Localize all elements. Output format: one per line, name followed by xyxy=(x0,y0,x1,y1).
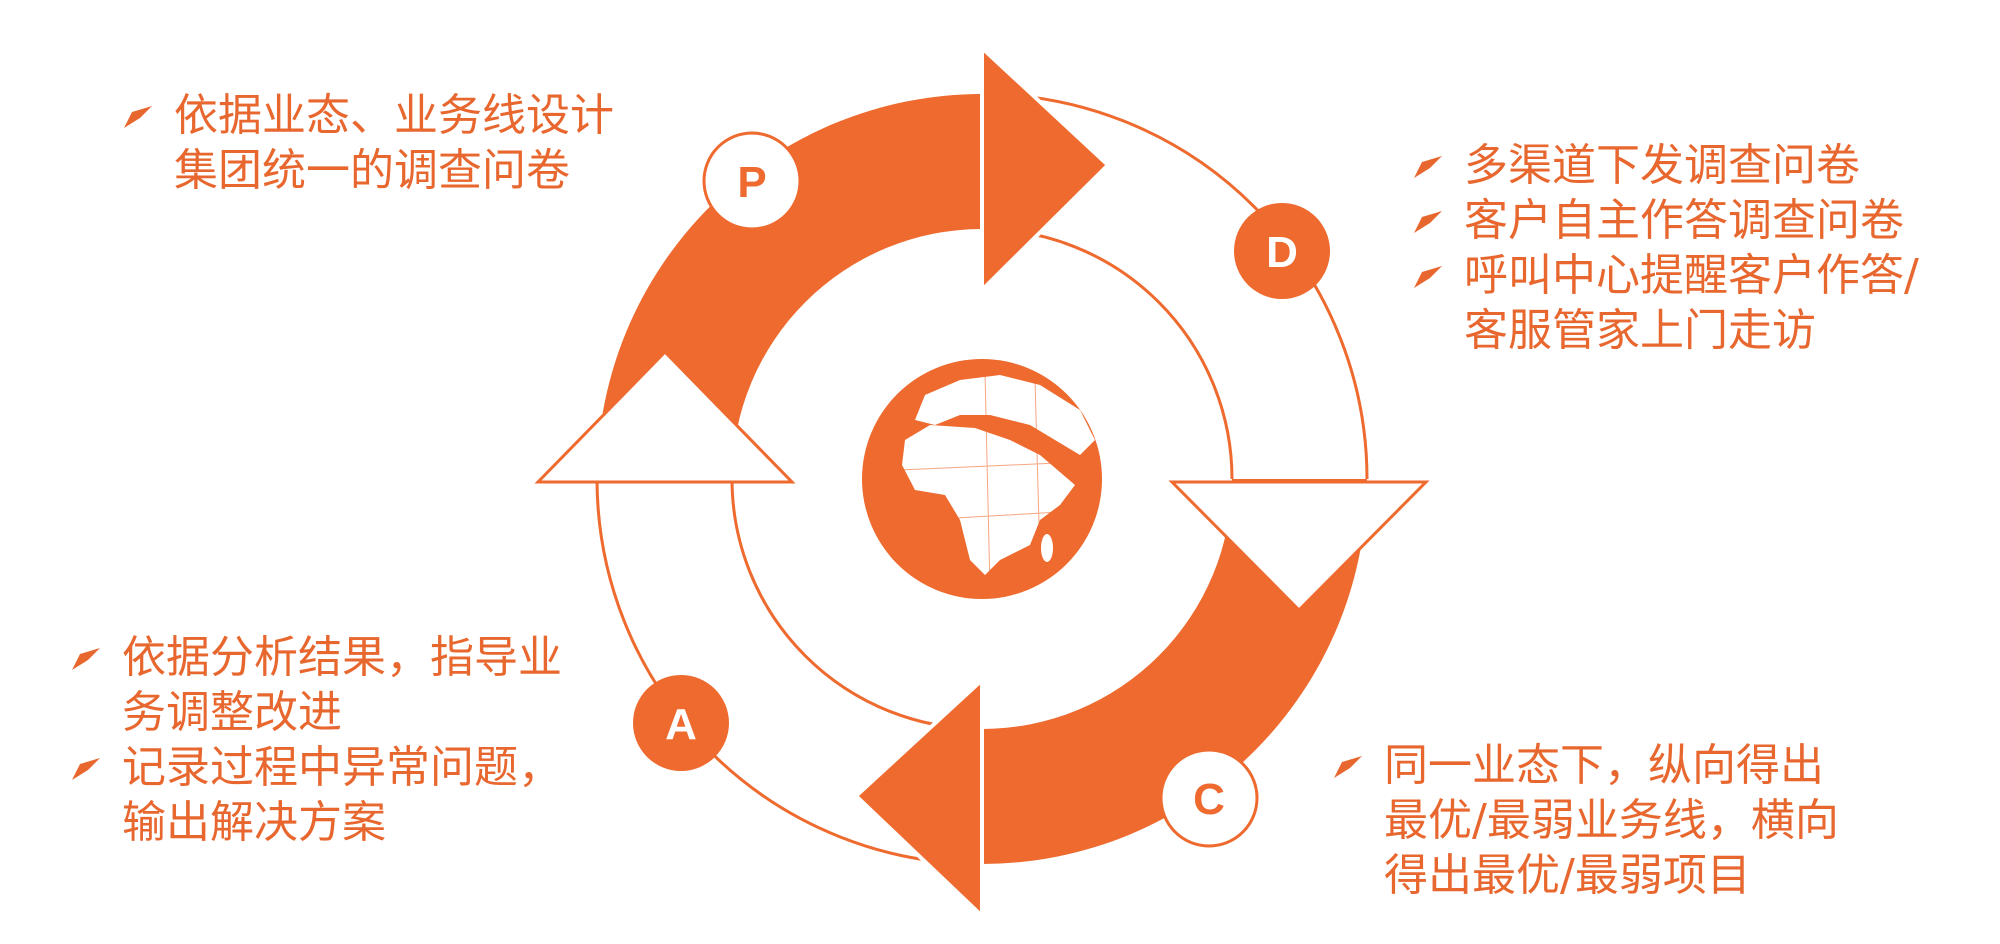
svg-text:A: A xyxy=(665,700,697,749)
do-text: 多渠道下发调查问卷 客户自主作答调查问卷 呼叫中心提醒客户作答/ 客服管家上门走… xyxy=(1412,138,1919,358)
text-line: 客服管家上门走访 xyxy=(1464,305,1816,356)
do-badge: D xyxy=(1234,203,1330,299)
text-line: 同一业态下，纵向得出 xyxy=(1384,740,1824,791)
do-item: 多渠道下发调查问卷 xyxy=(1412,138,1919,193)
svg-text:P: P xyxy=(737,158,766,207)
text-line: 集团统一的调查问卷 xyxy=(174,145,570,196)
text-line: 多渠道下发调查问卷 xyxy=(1464,140,1860,191)
text-line: 依据业态、业务线设计 xyxy=(174,90,614,141)
check-arrowhead xyxy=(853,675,984,921)
text-line: 务调整改进 xyxy=(122,687,342,738)
act-item: 记录过程中异常问题， 输出解决方案 xyxy=(70,740,562,850)
check-badge: C xyxy=(1159,748,1259,848)
arrow-bullet-icon xyxy=(72,648,100,670)
svg-text:D: D xyxy=(1266,228,1298,277)
act-badge: A xyxy=(633,675,729,771)
arrow-bullet-icon xyxy=(1414,211,1442,233)
text-line: 客户自主作答调查问卷 xyxy=(1464,195,1904,246)
do-item: 呼叫中心提醒客户作答/ 客服管家上门走访 xyxy=(1412,248,1919,358)
check-text: 同一业态下，纵向得出 最优/最弱业务线，横向 得出最优/最弱项目 xyxy=(1332,738,1839,903)
arrow-bullet-icon xyxy=(124,106,152,128)
plan-arrowhead xyxy=(980,43,1111,295)
do-arrowhead xyxy=(1168,480,1430,613)
do-item: 客户自主作答调查问卷 xyxy=(1412,193,1919,248)
plan-badge: P xyxy=(702,131,802,231)
check-item: 同一业态下，纵向得出 最优/最弱业务线，横向 得出最优/最弱项目 xyxy=(1332,738,1839,903)
svg-text:C: C xyxy=(1193,775,1225,824)
text-line: 最优/最弱业务线，横向 xyxy=(1384,795,1839,846)
act-item: 依据分析结果，指导业 务调整改进 xyxy=(70,630,562,740)
act-text: 依据分析结果，指导业 务调整改进 记录过程中异常问题， 输出解决方案 xyxy=(70,630,562,850)
arrow-bullet-icon xyxy=(1414,156,1442,178)
text-line: 呼叫中心提醒客户作答/ xyxy=(1464,250,1919,301)
text-line: 依据分析结果，指导业 xyxy=(122,632,562,683)
plan-text: 依据业态、业务线设计 集团统一的调查问卷 xyxy=(122,88,614,198)
arrow-bullet-icon xyxy=(1334,756,1362,778)
arrow-bullet-icon xyxy=(1414,266,1442,288)
text-line: 得出最优/最弱项目 xyxy=(1384,850,1751,901)
act-arrowhead xyxy=(534,349,796,484)
globe-icon xyxy=(862,359,1102,599)
text-line: 输出解决方案 xyxy=(122,797,386,848)
text-line: 记录过程中异常问题， xyxy=(122,742,562,793)
arrow-bullet-icon xyxy=(72,758,100,780)
plan-item: 依据业态、业务线设计 集团统一的调查问卷 xyxy=(122,88,614,198)
